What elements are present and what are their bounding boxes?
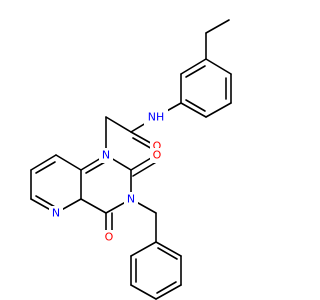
bond [205,58,232,75]
bond [156,281,177,294]
bond [105,116,132,133]
atom-label: NH [148,111,165,124]
bond [157,247,178,260]
bond [30,154,57,171]
bond [205,102,232,118]
bond [155,284,182,300]
bond [185,99,206,112]
bond [130,284,157,300]
atom-label-layer: NH O N O N O N [49,109,168,245]
bond [180,58,207,75]
atom-label: N [102,149,110,162]
bond [130,241,157,257]
molecule-structure: NH O N O N O N [30,19,232,300]
atom-amide-nh: NH [144,109,168,125]
bond [132,160,159,177]
bond-layer [30,19,232,300]
atom-label: N [52,207,60,220]
atom-n3: N [124,192,138,207]
bond [155,241,182,257]
bond [35,195,56,208]
atom-label: N [127,193,135,206]
bond [55,154,82,171]
atom-label: O [105,231,114,244]
bond [85,161,106,174]
bond [80,198,107,214]
atom-n5: N [49,206,63,221]
atom-label: O [153,140,162,153]
bond [205,19,230,34]
atom-o-c2: O [150,148,164,163]
atom-o-c4: O [102,230,116,245]
bond [185,65,206,78]
atom-label: O [153,149,162,162]
bond [180,102,207,118]
bond [35,161,56,174]
atom-n1: N [99,148,113,163]
